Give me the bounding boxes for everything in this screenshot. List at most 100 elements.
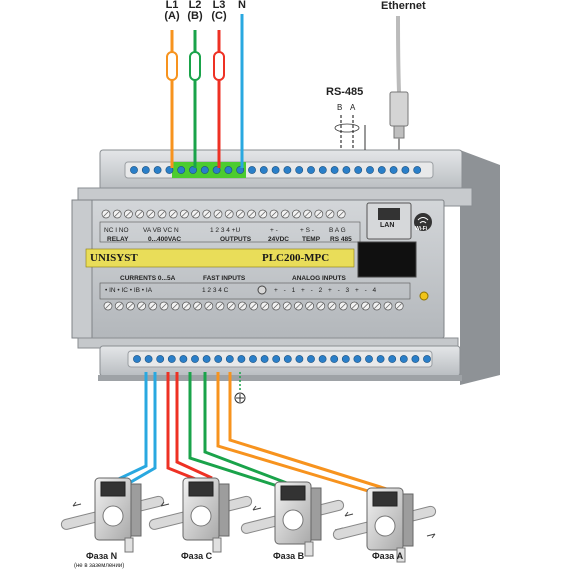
screw-slot [338, 211, 344, 217]
screw-slot [237, 211, 244, 217]
terminal-screw-icon [283, 355, 292, 363]
ethernet-label: Ethernet [381, 0, 426, 12]
rj45-plug-icon [389, 91, 409, 127]
terminal-screw-icon [342, 166, 351, 174]
phase-n-name: N [238, 0, 246, 11]
terminal-screw-icon [353, 355, 362, 363]
ct-arrow-icon [426, 533, 436, 539]
bottom-terminal-frame [99, 282, 411, 300]
current-transformers [60, 477, 437, 563]
panel-left-edge [71, 199, 93, 339]
phase-l1-label: L1(A) [157, 0, 187, 22]
screw-slot [306, 303, 313, 309]
screw-slot [351, 303, 358, 309]
phase-l3-sub: (C) [211, 10, 227, 22]
screw-slot [316, 211, 322, 217]
current-transformer-icon [60, 477, 165, 553]
terminal-screw-icon [133, 355, 141, 363]
screw-slot [271, 211, 277, 217]
plc-device [71, 149, 500, 385]
terminal-screw-icon [399, 355, 408, 363]
screw-slot [215, 211, 221, 217]
terminal-screw-icon [366, 166, 374, 174]
ct-side [402, 493, 414, 547]
terminal-screw-icon [260, 355, 269, 363]
top-terminal-screws [130, 166, 422, 174]
ct-stand [212, 537, 222, 553]
terminal-screw-icon [271, 166, 280, 174]
wire-ct-b-1 [188, 372, 291, 492]
terminal-screw-icon [225, 355, 234, 363]
screw-slot [181, 211, 188, 217]
rs485-shield-icon [334, 123, 360, 133]
screw-slot [103, 211, 109, 217]
wire-ct-c-2 [175, 372, 213, 480]
wire-ct-a-1 [216, 372, 379, 496]
brand-strip [85, 248, 355, 268]
ct-arrow-icon [344, 511, 354, 517]
ct-side [310, 487, 322, 541]
terminal-screw-icon [389, 166, 398, 174]
ethernet-cable-line [396, 15, 401, 93]
terminal-screw-icon [376, 355, 385, 363]
terminal-screw-icon [202, 355, 211, 363]
screw-slot [228, 303, 234, 309]
screw-slot [172, 303, 178, 309]
terminal-screw-icon [318, 166, 327, 174]
terminal-screw-icon [411, 355, 420, 363]
ct-stand [396, 547, 406, 563]
terminal-screw-icon [165, 166, 174, 174]
screw-slot [329, 303, 335, 309]
voltage-label: 0...400VAC [148, 236, 182, 243]
terminal-screw-icon [141, 166, 150, 174]
screw-slot [327, 211, 333, 217]
ct-window [282, 509, 304, 531]
fuse-l3-icon [213, 51, 225, 81]
terminal-screw-icon [167, 355, 176, 363]
phase-l2-sub: (B) [187, 10, 203, 22]
wire-ct-b-2 [203, 372, 301, 490]
terminal-screw-icon [249, 355, 257, 363]
ct-side [130, 483, 142, 537]
screw-slot [295, 303, 302, 309]
ct-side [218, 483, 230, 537]
screw-slot [170, 211, 176, 217]
rs485-a-label: A [350, 103, 356, 112]
screw-slot [304, 211, 311, 217]
terminal-screw-icon [295, 166, 304, 174]
terminal-screw-icon [272, 355, 281, 363]
phase-l1-sub: (A) [164, 10, 180, 22]
top-terminal-frame [99, 221, 361, 243]
panel-bottom-screws [103, 301, 404, 311]
phase-l2-name: L2 [188, 0, 202, 11]
sensor-c-label: Фаза С [181, 551, 213, 561]
lan-label: LAN [380, 222, 395, 229]
screw-slot [159, 211, 165, 217]
ct-terminal-block [100, 481, 126, 497]
temp-label: TEMP [302, 236, 321, 243]
terminal-screw-icon [248, 166, 256, 174]
screw-slot [318, 303, 324, 309]
sensor-n-note: (не в заземлении) [74, 563, 125, 569]
terminal-screw-icon [423, 355, 431, 363]
screw-slot [396, 303, 402, 309]
ct-window [190, 505, 212, 527]
screw-slot [385, 303, 391, 309]
screw-slot [150, 303, 156, 309]
rs485-connection [334, 115, 366, 150]
sensor-a-label: Фаза А [372, 551, 404, 561]
screw-slot [250, 303, 257, 309]
current-transformer-icon [148, 477, 253, 553]
terminal-screw-icon [153, 166, 162, 174]
terminal-screw-icon [236, 166, 245, 174]
screw-slot [161, 303, 167, 309]
ct-window [102, 505, 124, 527]
phase-l1-name: L1 [165, 0, 179, 11]
ct-stand [124, 537, 134, 553]
rj45-tip [393, 125, 405, 139]
ct-arrow-icon [160, 501, 170, 507]
current-transformer-icon [332, 487, 437, 563]
ct-window [374, 515, 396, 537]
terminal-screw-icon [330, 355, 339, 363]
supply-pins: + - [270, 227, 278, 234]
